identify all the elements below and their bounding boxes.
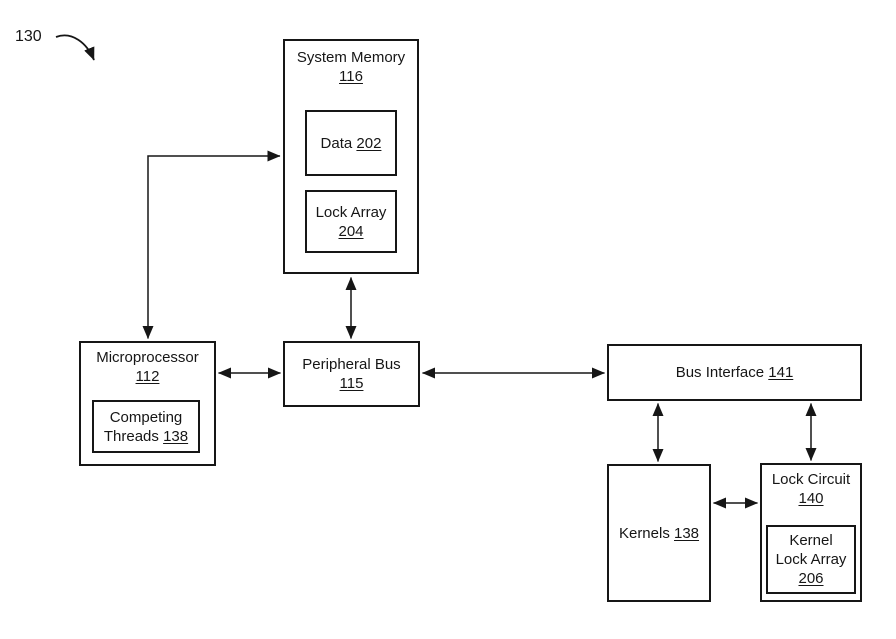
microprocessor-label: Microprocessor 112 [81,343,214,386]
lock-array-ref: 204 [338,222,364,240]
peripheral-bus-ref: 115 [339,375,364,392]
peripheral-bus-label: Peripheral Bus 115 [302,355,400,393]
kernel-lock-array-line2: Lock Array [775,551,847,568]
kernels-box: Kernels 138 [607,464,711,602]
lock-array-title: Lock Array [315,203,387,221]
kernels-ref: 138 [674,524,700,542]
kernel-lock-array-line1: Kernel [789,532,833,549]
lock-circuit-ref: 140 [798,490,824,507]
system-memory-label: System Memory 116 [285,41,417,86]
system-memory-title: System Memory [296,49,406,66]
lock-circuit-box: Lock Circuit 140 Kernel Lock Array 206 [760,463,862,602]
system-memory-ref: 116 [339,68,363,85]
bus-interface-label: Bus Interface 141 [676,363,794,382]
competing-threads-box: Competing Threads 138 [92,400,200,453]
peripheral-bus-title: Peripheral Bus [302,356,401,373]
data-label: Data 202 [321,134,382,153]
data-box: Data 202 [305,110,397,176]
competing-threads-line2: Threads [103,427,159,445]
kernels-label: Kernels 138 [619,524,699,543]
figure-reference-pointer-arrow [55,34,95,61]
kernel-lock-array-box: Kernel Lock Array 206 [766,525,856,594]
kernels-title: Kernels [618,524,670,542]
lock-array-label: Lock Array 204 [316,203,387,241]
arrow-microprocessor-system-memory [142,150,281,339]
kernel-lock-array-label: Kernel Lock Array 206 [776,531,847,588]
bus-interface-title: Bus Interface [675,364,765,381]
data-ref: 202 [356,134,382,152]
bus-interface-ref: 141 [768,364,794,381]
system-memory-box: System Memory 116 Data 202 Lock Array 20… [283,39,419,274]
lock-circuit-title: Lock Circuit [771,471,851,488]
competing-threads-label: Competing Threads 138 [104,408,188,446]
competing-threads-line1: Competing [109,408,183,426]
microprocessor-box: Microprocessor 112 Competing Threads 138 [79,341,216,466]
competing-threads-ref: 138 [163,427,189,445]
peripheral-bus-box: Peripheral Bus 115 [283,341,420,407]
figure-reference-label: 130 [15,28,42,45]
lock-circuit-label: Lock Circuit 140 [762,465,860,508]
lock-array-box: Lock Array 204 [305,190,397,253]
kernel-lock-array-ref: 206 [798,570,824,587]
data-title: Data [320,134,353,152]
microprocessor-title: Microprocessor [96,349,199,366]
bus-interface-box: Bus Interface 141 [607,344,862,401]
microprocessor-ref: 112 [135,368,160,385]
